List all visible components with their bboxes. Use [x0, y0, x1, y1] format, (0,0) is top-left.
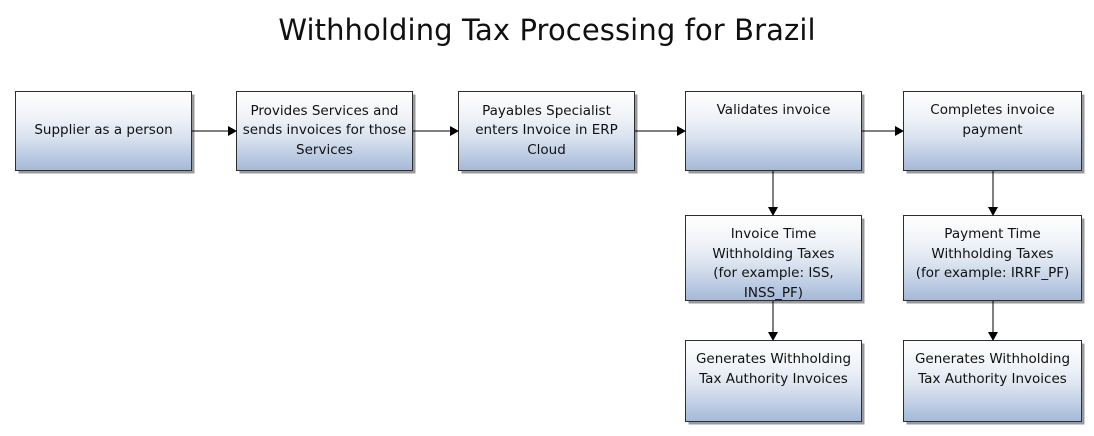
- arrow-shaft: [862, 130, 896, 132]
- arrow-head-icon: [677, 126, 686, 136]
- arrow-head-icon: [450, 126, 459, 136]
- node-label: Invoice Time Withholding Taxes (for exam…: [712, 226, 835, 301]
- arrow-validates-invoice-to-completes-payment: [862, 121, 905, 141]
- node-payment-time-withholding-taxes[interactable]: Payment Time Withholding Taxes (for exam…: [903, 215, 1082, 301]
- arrow-head-icon: [895, 126, 904, 136]
- arrow-payment-time-taxes-to-generates-invoices-right: [983, 301, 1003, 341]
- node-invoice-time-withholding-taxes[interactable]: Invoice Time Withholding Taxes (for exam…: [685, 215, 862, 301]
- page-title: Withholding Tax Processing for Brazil: [278, 13, 816, 47]
- arrow-validates-invoice-to-invoice-time-taxes: [763, 171, 783, 216]
- arrow-head-icon: [228, 126, 237, 136]
- node-label: Supplier as a person: [34, 122, 173, 139]
- arrow-shaft: [992, 171, 994, 208]
- node-label: Completes invoice payment: [930, 102, 1055, 138]
- arrow-provides-services-to-payables-specialist: [413, 121, 460, 141]
- node-supplier-as-a-person[interactable]: Supplier as a person: [15, 91, 192, 171]
- arrow-head-icon: [768, 207, 778, 216]
- arrow-supplier-to-provides-services: [192, 121, 238, 141]
- node-completes-invoice-payment[interactable]: Completes invoice payment: [903, 91, 1082, 171]
- node-provides-services[interactable]: Provides Services and sends invoices for…: [236, 91, 413, 171]
- node-payables-specialist-enters-invoice[interactable]: Payables Specialist enters Invoice in ER…: [458, 91, 635, 171]
- node-label: Payment Time Withholding Taxes (for exam…: [915, 226, 1070, 281]
- node-label: Payables Specialist enters Invoice in ER…: [475, 102, 618, 158]
- arrow-shaft: [992, 301, 994, 333]
- node-label: Generates Withholding Tax Authority Invo…: [914, 351, 1071, 387]
- node-label: Validates invoice: [716, 102, 831, 118]
- arrow-head-icon: [768, 332, 778, 341]
- arrow-shaft: [413, 130, 451, 132]
- arrow-head-icon: [988, 332, 998, 341]
- arrow-shaft: [772, 171, 774, 208]
- arrow-completes-payment-to-payment-time-taxes: [983, 171, 1003, 216]
- arrow-shaft: [635, 130, 678, 132]
- node-generates-wht-authority-invoices-right[interactable]: Generates Withholding Tax Authority Invo…: [903, 340, 1082, 422]
- arrow-invoice-time-taxes-to-generates-invoices-left: [763, 301, 783, 341]
- arrow-shaft: [772, 301, 774, 333]
- arrow-head-icon: [988, 207, 998, 216]
- node-validates-invoice[interactable]: Validates invoice: [685, 91, 862, 171]
- node-generates-wht-authority-invoices-left[interactable]: Generates Withholding Tax Authority Invo…: [685, 340, 862, 422]
- node-label: Generates Withholding Tax Authority Invo…: [695, 351, 852, 387]
- arrow-payables-specialist-to-validates-invoice: [635, 121, 687, 141]
- arrow-shaft: [192, 130, 229, 132]
- node-label: Provides Services and sends invoices for…: [242, 102, 407, 158]
